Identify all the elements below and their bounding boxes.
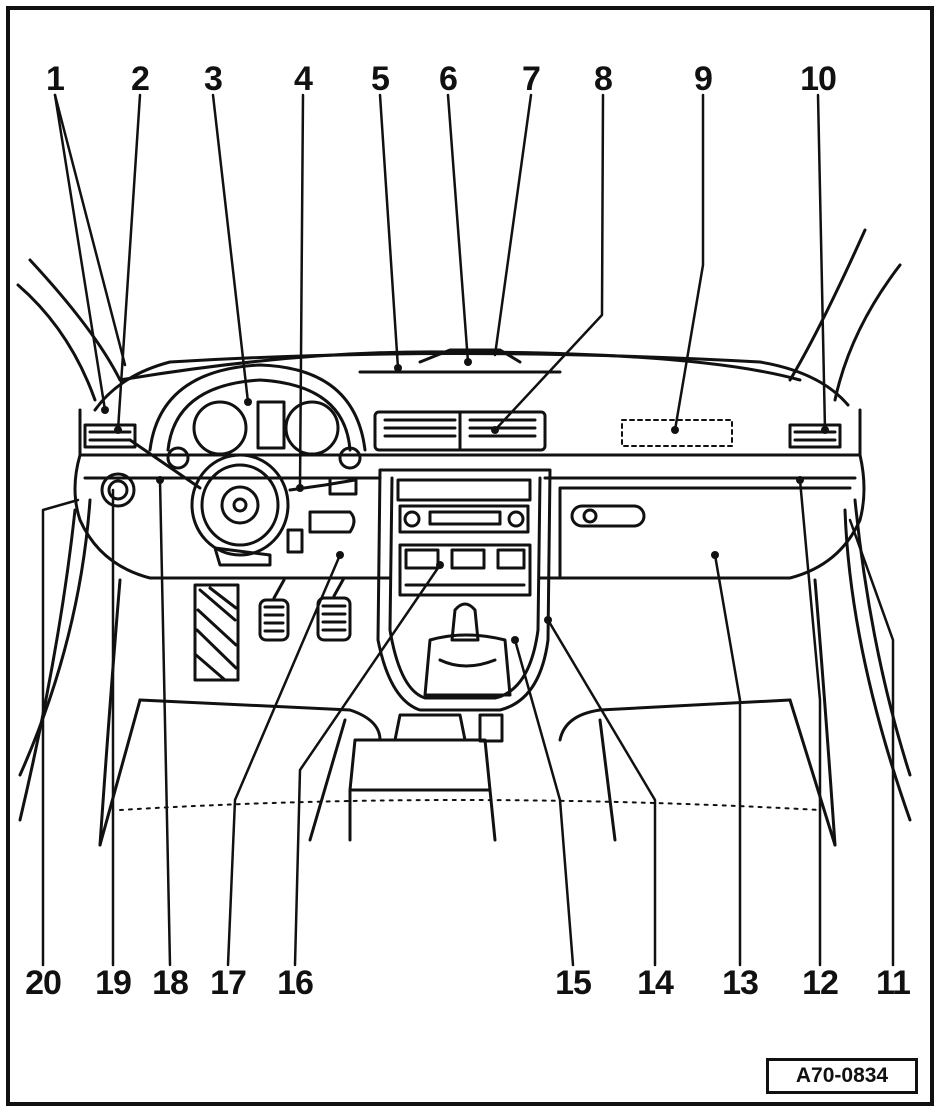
callout-17: 17 [210, 964, 247, 1002]
callout-14: 14 [637, 964, 674, 1002]
callout-20: 20 [25, 964, 62, 1002]
dashboard-top [93, 348, 850, 412]
callout-1: 1 [46, 60, 65, 98]
center-console [376, 468, 552, 712]
callout-12: 12 [802, 964, 839, 1002]
handbrake-area [348, 713, 504, 842]
leader-dots [101, 358, 829, 644]
callout-10: 10 [800, 60, 837, 98]
callout-15: 15 [555, 964, 592, 1002]
floor-outline [98, 698, 837, 847]
center-vents [373, 410, 547, 452]
callout-13: 13 [722, 964, 759, 1002]
callout-19: 19 [95, 964, 132, 1002]
callout-16: 16 [277, 964, 314, 1002]
callout-3: 3 [204, 60, 223, 98]
left-a-pillar [16, 258, 122, 847]
steering-wheel [128, 438, 290, 567]
callout-6: 6 [439, 60, 458, 98]
callout-18: 18 [152, 964, 189, 1002]
callout-8: 8 [594, 60, 613, 98]
callout-9: 9 [694, 60, 713, 98]
column-switches [286, 476, 358, 554]
callout-5: 5 [371, 60, 390, 98]
reference-code: A70-0834 [766, 1058, 918, 1094]
right-vent [788, 423, 842, 449]
right-a-pillar [788, 228, 912, 847]
callout-2: 2 [131, 60, 150, 98]
dashboard-body [73, 408, 866, 580]
callout-7: 7 [522, 60, 541, 98]
leader-lines [41, 93, 895, 967]
callout-11: 11 [876, 964, 911, 1002]
pedals [193, 576, 352, 682]
light-switch [100, 472, 136, 508]
gear-lever [423, 602, 512, 697]
callout-4: 4 [294, 60, 313, 98]
instrument-cluster [148, 363, 367, 470]
left-vent [83, 423, 137, 449]
